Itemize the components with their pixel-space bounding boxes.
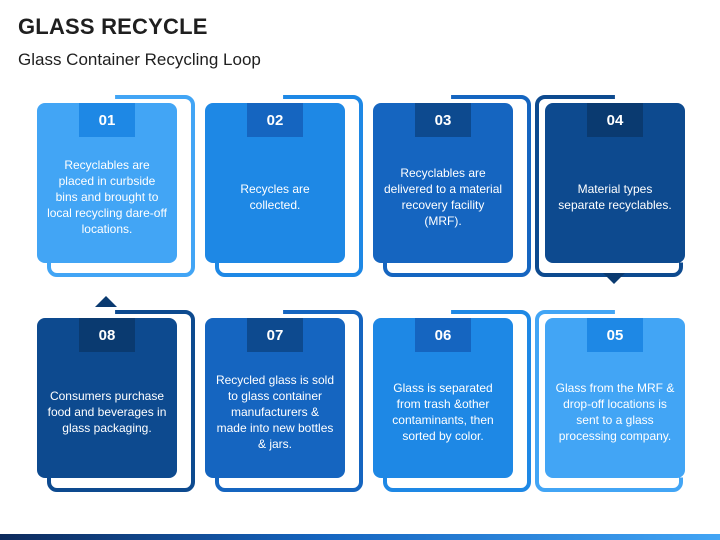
down-pointer-icon <box>603 273 625 284</box>
step-card: 03 Recyclables are delivered to a materi… <box>373 103 513 263</box>
step-04: 04 Material types separate recyclables. <box>535 95 695 285</box>
step-number: 01 <box>79 103 135 137</box>
step-text: Glass from the MRF & drop-off locations … <box>555 381 675 443</box>
step-number: 07 <box>247 318 303 352</box>
step-text: Recyclables are placed in curbside bins … <box>47 158 167 236</box>
step-number: 05 <box>587 318 643 352</box>
step-text: Recycles are collected. <box>240 182 310 212</box>
page-title: GLASS RECYCLE <box>18 14 208 39</box>
page-subtitle: Glass Container Recycling Loop <box>18 50 261 69</box>
step-03: 03 Recyclables are delivered to a materi… <box>373 95 531 285</box>
step-card: 01 Recyclables are placed in curbside bi… <box>37 103 177 263</box>
step-card: 07 Recycled glass is sold to glass conta… <box>205 318 345 478</box>
step-02: 02 Recycles are collected. <box>205 95 363 285</box>
step-number: 06 <box>415 318 471 352</box>
step-card: 08 Consumers purchase food and beverages… <box>37 318 177 478</box>
step-text: Glass is separated from trash &other con… <box>392 381 494 443</box>
step-number: 04 <box>587 103 643 137</box>
step-06: 06 Glass is separated from trash &other … <box>373 310 531 500</box>
step-07: 07 Recycled glass is sold to glass conta… <box>205 310 363 500</box>
step-text: Consumers purchase food and beverages in… <box>47 389 167 435</box>
step-number: 02 <box>247 103 303 137</box>
step-05: 05 Glass from the MRF & drop-off locatio… <box>535 310 695 500</box>
step-08: 08 Consumers purchase food and beverages… <box>37 310 195 500</box>
step-text: Recyclables are delivered to a material … <box>383 166 503 228</box>
step-01: 01 Recyclables are placed in curbside bi… <box>37 95 195 285</box>
step-text: Material types separate recyclables. <box>558 182 672 212</box>
step-text: Recycled glass is sold to glass containe… <box>215 373 335 451</box>
bottom-accent-bar <box>0 534 720 540</box>
step-card: 04 Material types separate recyclables. <box>545 103 685 263</box>
step-card: 06 Glass is separated from trash &other … <box>373 318 513 478</box>
step-card: 05 Glass from the MRF & drop-off locatio… <box>545 318 685 478</box>
step-number: 08 <box>79 318 135 352</box>
up-pointer-icon <box>95 296 117 307</box>
step-card: 02 Recycles are collected. <box>205 103 345 263</box>
step-number: 03 <box>415 103 471 137</box>
